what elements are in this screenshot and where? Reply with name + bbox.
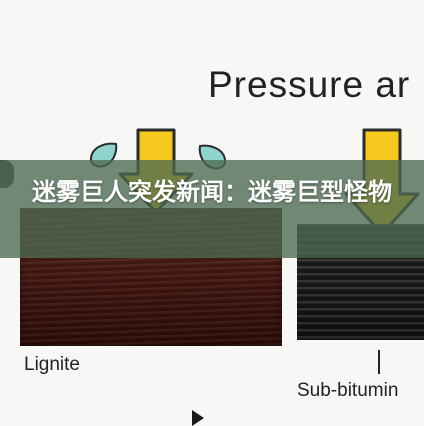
next-arrow-icon <box>192 410 204 426</box>
lignite-label: Lignite <box>24 354 80 375</box>
diagram-title: Pressure ar <box>208 64 411 105</box>
sub-bituminous-label: Sub-bitumin <box>297 380 399 401</box>
headline-text[interactable]: 迷雾巨人突发新闻：迷雾巨型怪物 <box>32 178 392 206</box>
label-connector-line <box>378 350 380 374</box>
headline-banner[interactable] <box>0 160 424 258</box>
